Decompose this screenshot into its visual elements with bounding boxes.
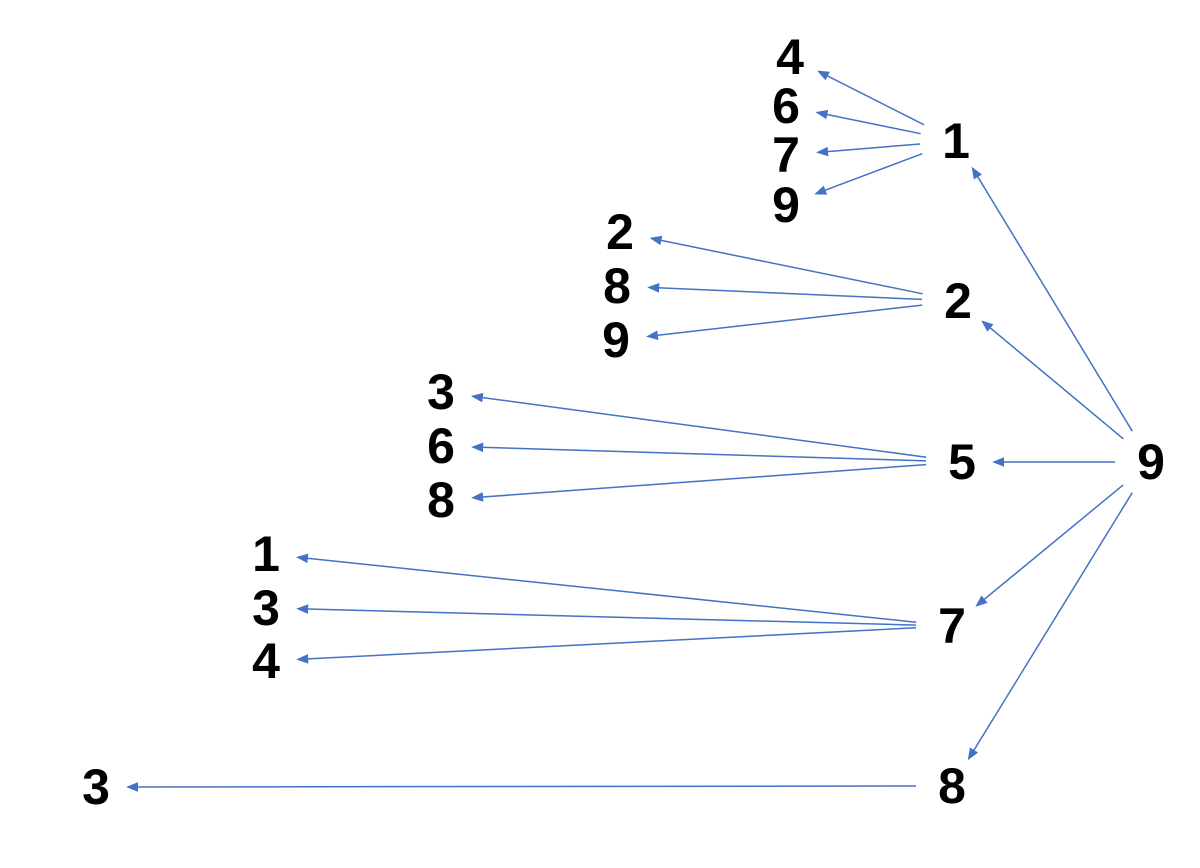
edge-5-to-8 (471, 463, 927, 502)
edge-7-to-4 (296, 627, 917, 664)
edge-5-to-6 (471, 442, 927, 462)
edge-2-to-8 (647, 283, 923, 301)
edge-8-to-3 (126, 782, 917, 792)
edge-9-to-8 (967, 492, 1133, 761)
edge-9-to-7 (975, 484, 1124, 607)
edge-7-to-1 (296, 553, 917, 623)
edge-9-to-1 (971, 166, 1133, 432)
edge-2-to-2 (649, 235, 923, 295)
edge-1-to-9 (814, 152, 923, 195)
edge-2-to-9 (646, 304, 923, 341)
edge-1-to-4 (816, 70, 925, 126)
edge-7-to-3 (296, 604, 917, 626)
edge-5-to-3 (470, 392, 927, 458)
edge-1-to-6 (815, 109, 921, 135)
edge-1-to-7 (816, 143, 921, 157)
edge-9-to-2 (981, 320, 1124, 440)
